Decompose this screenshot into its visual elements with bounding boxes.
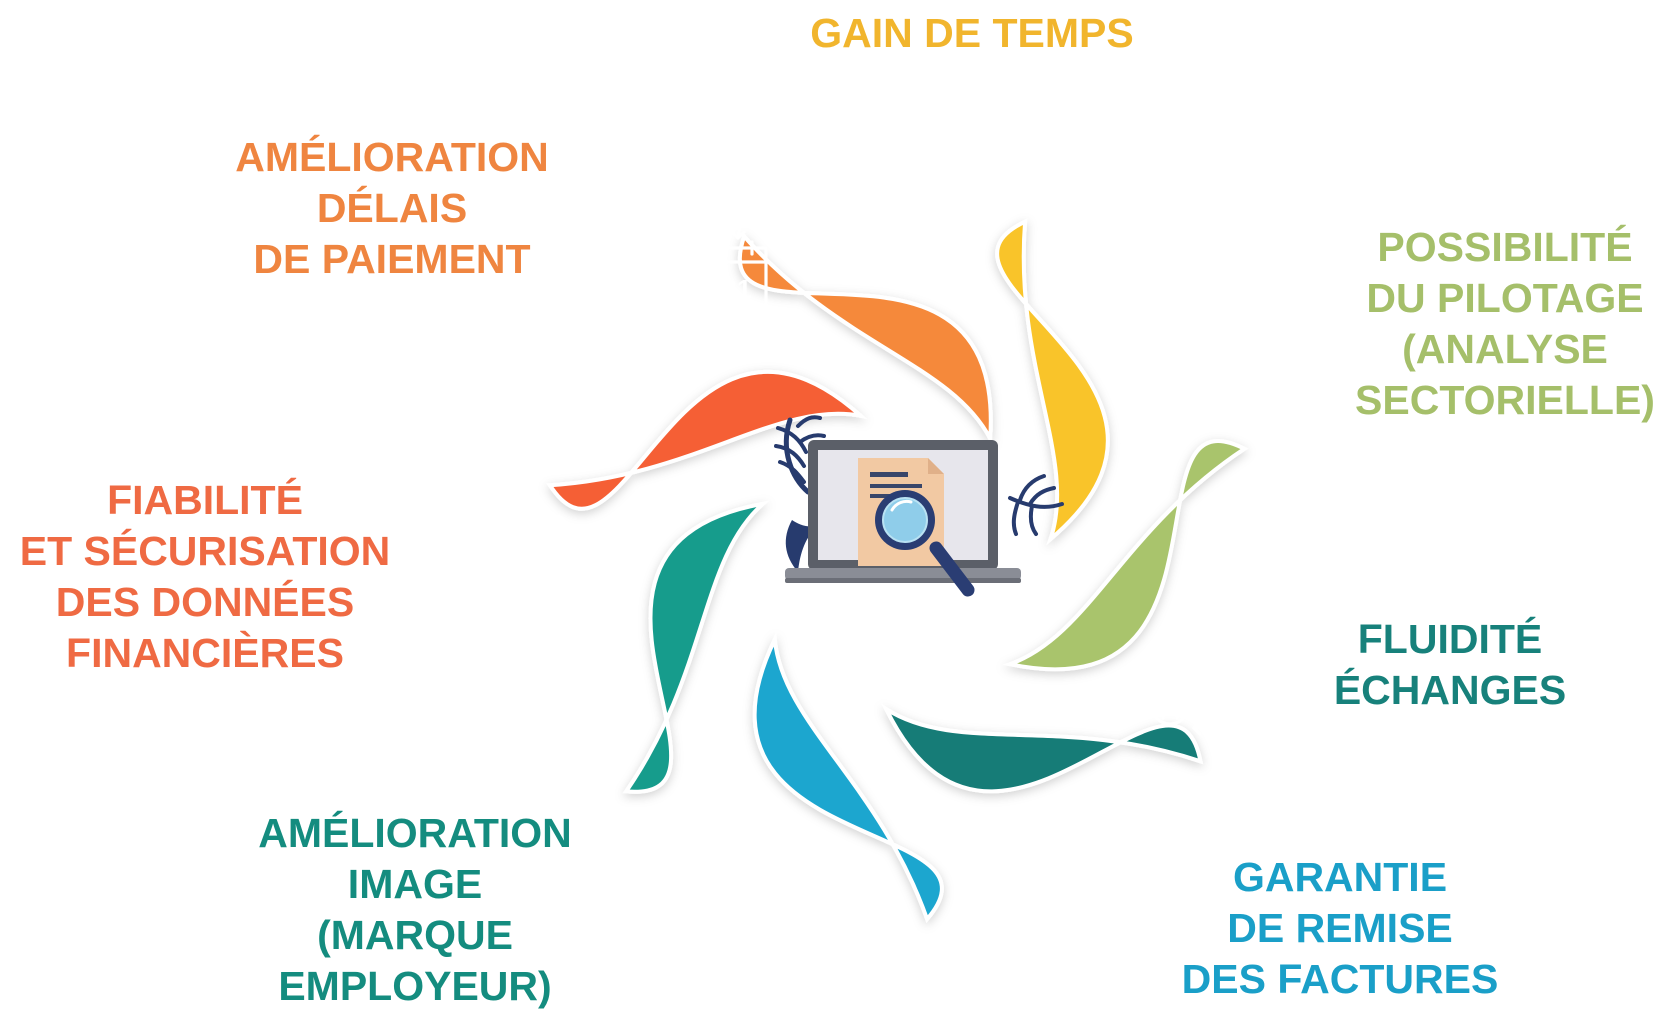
hands-gear-icon	[1173, 302, 1277, 398]
label-line: SECTORIELLE)	[1355, 377, 1655, 423]
petal-gain	[995, 218, 1110, 546]
label-line: GAIN DE TEMPS	[810, 10, 1134, 56]
petal-pilotage	[1002, 439, 1249, 672]
label-line: ET SÉCURISATION	[19, 528, 391, 574]
label-line: (MARQUE	[317, 912, 513, 958]
label-line: DU PILOTAGE	[1366, 275, 1644, 321]
label-line: DES FACTURES	[1181, 956, 1499, 1002]
label-line: AMÉLIORATION	[235, 134, 549, 180]
svg-text:€: €	[684, 217, 700, 248]
label-line: FINANCIÈRES	[66, 630, 344, 676]
label-line: GARANTIE	[1232, 854, 1448, 900]
team-celebration-icon	[672, 795, 768, 865]
label-garantie-de-remise: GARANTIE DE REMISE DES FACTURES	[1150, 852, 1530, 1005]
envelope-document-icon	[898, 124, 982, 202]
laptop-lock-icon	[957, 819, 1073, 887]
label-line: (ANALYSE	[1402, 326, 1608, 372]
euro-calendar-icon: € 31	[668, 206, 768, 312]
label-amelioration-delais: AMÉLIORATION DÉLAIS DE PAIEMENT	[222, 132, 562, 285]
label-fluidite-echanges: FLUIDITÉ ÉCHANGES	[1300, 614, 1600, 716]
label-line: EMPLOYEUR)	[278, 963, 552, 1009]
label-line: DES DONNÉES	[55, 579, 355, 625]
label-possibilite-du-pilotage: POSSIBILITÉ DU PILOTAGE (ANALYSE SECTORI…	[1338, 222, 1672, 426]
label-line: DÉLAIS	[316, 185, 468, 231]
label-line: AMÉLIORATION	[258, 810, 572, 856]
laptop-magnifier-document-icon	[774, 415, 1064, 597]
label-fiabilite-securisation: FIABILITÉ ET SÉCURISATION DES DONNÉES FI…	[5, 475, 405, 679]
label-line: FIABILITÉ	[107, 477, 303, 523]
petal-garantie	[752, 632, 944, 924]
label-line: DE REMISE	[1227, 905, 1453, 951]
svg-text:31: 31	[723, 274, 752, 304]
label-line: DE PAIEMENT	[253, 236, 531, 282]
label-line: IMAGE	[347, 861, 483, 907]
petal-fluidite	[881, 703, 1204, 794]
user-exchange-icon	[1150, 640, 1230, 736]
label-line: FLUIDITÉ	[1357, 616, 1543, 662]
gear-circuit-icon	[493, 508, 583, 592]
label-amelioration-image: AMÉLIORATION IMAGE (MARQUE EMPLOYEUR)	[240, 808, 590, 1012]
label-gain-de-temps: GAIN DE TEMPS	[772, 8, 1172, 59]
petal-fiabilite	[546, 370, 868, 511]
label-line: POSSIBILITÉ	[1377, 224, 1633, 270]
petal-image	[622, 500, 770, 794]
petal-delais	[737, 232, 993, 446]
label-line: ÉCHANGES	[1333, 667, 1567, 713]
